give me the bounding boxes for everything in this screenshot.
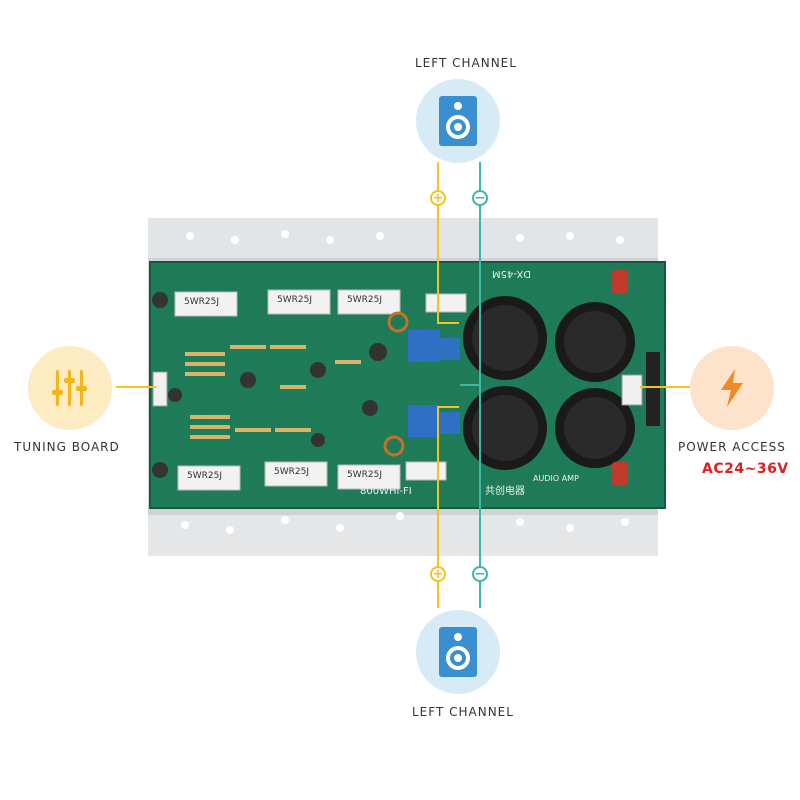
voltage-label: AC24~36V xyxy=(702,461,789,477)
bottom-minus-wire xyxy=(479,402,481,608)
coil xyxy=(387,311,409,333)
fuse xyxy=(612,462,628,486)
power-wire xyxy=(640,386,692,388)
filter-capacitors xyxy=(463,296,635,470)
trimmer-pots xyxy=(408,330,460,437)
speaker-icon xyxy=(439,627,477,677)
tuning-connector xyxy=(152,371,168,407)
top-speaker-circle xyxy=(416,79,500,163)
signal-resistors xyxy=(185,345,361,439)
minus-lead xyxy=(460,384,481,386)
power-resistors xyxy=(174,289,401,491)
heatsink-holes xyxy=(181,230,629,534)
top-plus-lead xyxy=(437,322,459,324)
tuning-board-label: TUNING BOARD xyxy=(14,440,120,454)
bottom-plus-lead xyxy=(437,406,459,408)
tuning-wire xyxy=(116,386,156,388)
coil xyxy=(383,435,405,457)
power-access-label: POWER ACCESS xyxy=(678,440,786,454)
connector xyxy=(405,461,447,481)
pcb-resistor-label: 5WR25J xyxy=(274,467,309,477)
bottom-plus-wire xyxy=(437,408,439,608)
pcb-resistor-label: 5WR25J xyxy=(184,297,219,307)
top-minus-terminal: − xyxy=(472,190,488,206)
equalizer-sliders-icon xyxy=(52,370,87,406)
pcb-board-name: 800WHI-FI xyxy=(360,486,412,497)
top-minus-wire xyxy=(479,162,481,402)
bottom-channel-label: LEFT CHANNEL xyxy=(412,705,514,719)
tuning-board-circle xyxy=(28,346,112,430)
speaker-icon xyxy=(439,96,477,146)
connector xyxy=(425,293,467,313)
pcb-resistor-label: 5WR25J xyxy=(347,470,382,480)
rectifier xyxy=(646,352,660,426)
pcb-resistor-label: 5WR25J xyxy=(277,295,312,305)
power-access-circle xyxy=(690,346,774,430)
top-plus-wire xyxy=(437,162,439,322)
pcb-maker-label: 共创电器 xyxy=(485,486,525,497)
top-channel-label: LEFT CHANNEL xyxy=(415,56,517,70)
lightning-bolt-icon xyxy=(721,369,743,407)
pcb-resistor-label: 5WR25J xyxy=(187,471,222,481)
pcb-model-label: DX-45M xyxy=(492,268,532,279)
bottom-speaker-circle xyxy=(416,610,500,694)
small-capacitors xyxy=(152,292,387,478)
pcb-audio-label: AUDIO AMP xyxy=(533,474,579,483)
power-connector xyxy=(621,374,643,406)
bottom-minus-terminal: − xyxy=(472,566,488,582)
fuse xyxy=(612,270,628,294)
top-plus-terminal: + xyxy=(430,190,446,206)
pcb-resistor-label: 5WR25J xyxy=(347,295,382,305)
bottom-plus-terminal: + xyxy=(430,566,446,582)
